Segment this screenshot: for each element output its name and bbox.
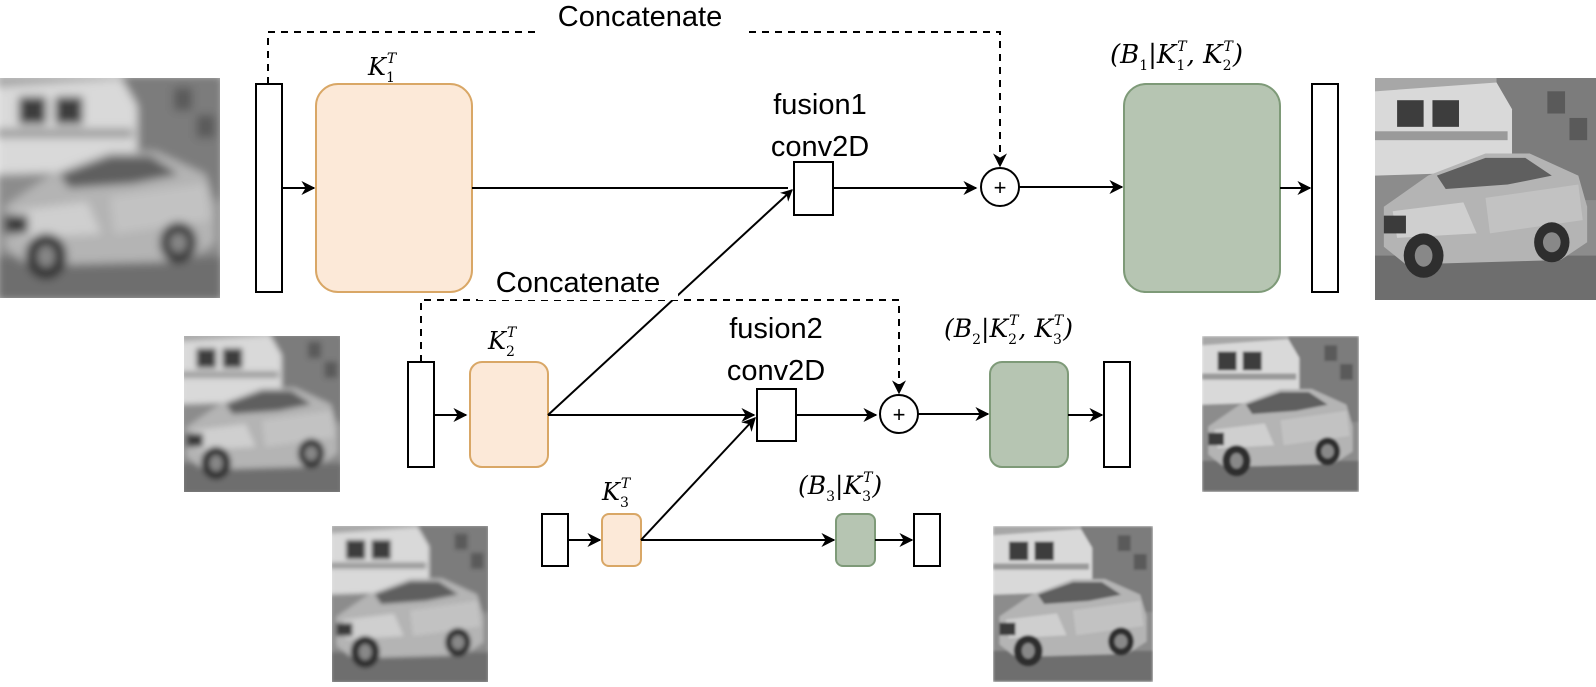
input-feature-bar-1 [255, 83, 283, 293]
output-image-scale3 [993, 526, 1153, 682]
concat1-label-bg [536, 6, 748, 34]
output-image-scale2 [1202, 336, 1359, 492]
encoder-block-1 [315, 83, 473, 293]
fusion1-sublabel: conv2D [771, 131, 869, 163]
output-feature-bar-3 [913, 513, 941, 567]
decoder-block-2 [989, 361, 1069, 468]
decoder-1-label: (B1|K1T, K2T) [1110, 39, 1243, 74]
decoder-3-label: (B3|K3T) [798, 470, 882, 505]
input-image-scale1 [0, 78, 220, 298]
output-image-scale1 [1375, 78, 1596, 300]
fusion1-conv-block [793, 161, 834, 216]
fusion2-label: fusion2 [729, 313, 823, 345]
arrow-encoder3-to-fusion2 [640, 416, 756, 541]
encoder-2-label: K2T [487, 325, 518, 360]
add-node-2-symbol: + [893, 402, 906, 427]
input-feature-bar-3 [541, 513, 569, 567]
add-node-1-symbol: + [994, 175, 1007, 200]
fusion2-sublabel: conv2D [727, 355, 825, 387]
encoder-block-3 [601, 513, 642, 567]
decoder-2-label: (B2|K2T, K3T) [944, 313, 1073, 348]
input-feature-bar-2 [407, 361, 435, 468]
input-image-scale3 [332, 526, 488, 682]
fusion2-conv-block [756, 388, 797, 442]
concat2-label: Concatenate [496, 267, 660, 299]
encoder-1-label: K1T [367, 51, 398, 86]
decoder-block-1 [1123, 83, 1281, 293]
fusion1-label: fusion1 [773, 89, 867, 121]
output-feature-bar-2 [1103, 361, 1131, 468]
output-feature-bar-1 [1311, 83, 1339, 293]
input-image-scale2 [184, 336, 340, 492]
decoder-block-3 [835, 513, 876, 567]
concat2-label-bg [478, 270, 678, 300]
concat1-label: Concatenate [558, 1, 722, 33]
encoder-block-2 [469, 361, 549, 468]
arrow-encoder2-to-fusion1 [547, 189, 793, 416]
encoder-3-label: K3T [601, 476, 632, 511]
